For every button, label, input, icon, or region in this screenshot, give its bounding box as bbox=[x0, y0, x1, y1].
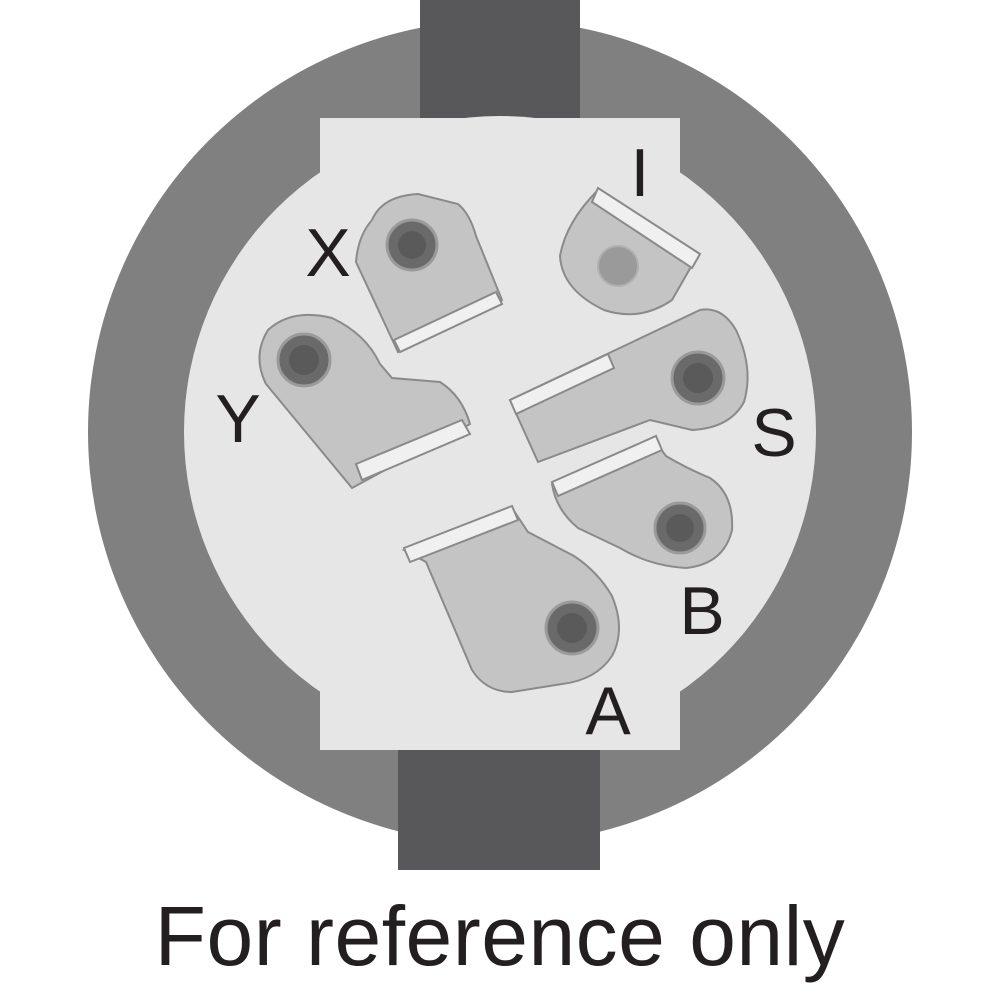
terminal-a bbox=[401, 504, 620, 694]
terminal-x bbox=[354, 192, 504, 354]
label-b: B bbox=[679, 573, 724, 649]
label-s: S bbox=[751, 395, 796, 471]
terminal-y bbox=[258, 313, 472, 490]
label-a: A bbox=[585, 673, 631, 749]
caption: For reference only bbox=[154, 889, 846, 983]
terminal-s bbox=[508, 308, 749, 464]
terminal-b bbox=[550, 434, 734, 570]
label-i: I bbox=[631, 135, 650, 211]
label-x: X bbox=[305, 215, 350, 291]
label-y: Y bbox=[215, 381, 260, 457]
terminal-i bbox=[558, 186, 702, 316]
bottom-mount-tab bbox=[398, 730, 600, 870]
